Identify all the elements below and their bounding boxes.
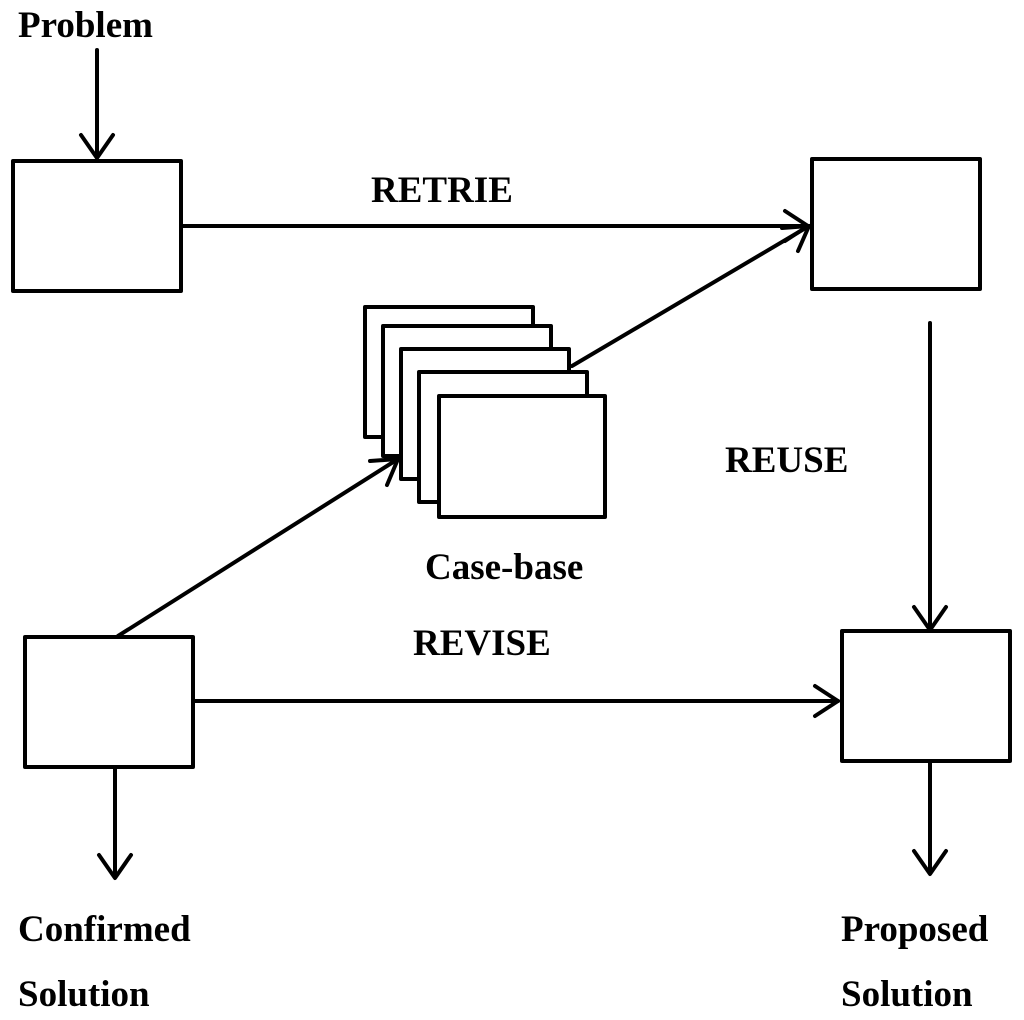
case-card-5 bbox=[437, 394, 607, 519]
reuse-arrow bbox=[912, 321, 948, 632]
case-base-label: Case-base bbox=[425, 547, 584, 588]
proposed-solution-box bbox=[840, 629, 1012, 763]
case-base-stack bbox=[363, 305, 607, 519]
problem-label: Problem bbox=[18, 5, 153, 46]
retrieved-case-box bbox=[810, 157, 982, 291]
problem-box bbox=[11, 159, 183, 293]
retrieve-arrow bbox=[179, 209, 810, 243]
revise-arrow bbox=[191, 684, 840, 718]
confirmed-solution-box bbox=[23, 635, 195, 769]
proposed-solution-label-line1: Proposed bbox=[841, 909, 989, 950]
revise-label: REVISE bbox=[413, 623, 551, 664]
reuse-label: REUSE bbox=[725, 440, 849, 481]
problem-arrow bbox=[79, 48, 115, 160]
retain-arrow bbox=[116, 457, 400, 638]
proposed-solution-label-line2: Solution bbox=[841, 974, 973, 1015]
proposed-output-arrow bbox=[912, 760, 948, 876]
confirmed-solution-label-line2: Solution bbox=[18, 974, 150, 1015]
confirmed-solution-label-line1: Confirmed bbox=[18, 909, 191, 950]
retrie-label: RETRIE bbox=[371, 170, 513, 211]
confirmed-output-arrow bbox=[97, 766, 133, 880]
casebase-to-retrieved-arrow bbox=[570, 224, 811, 368]
